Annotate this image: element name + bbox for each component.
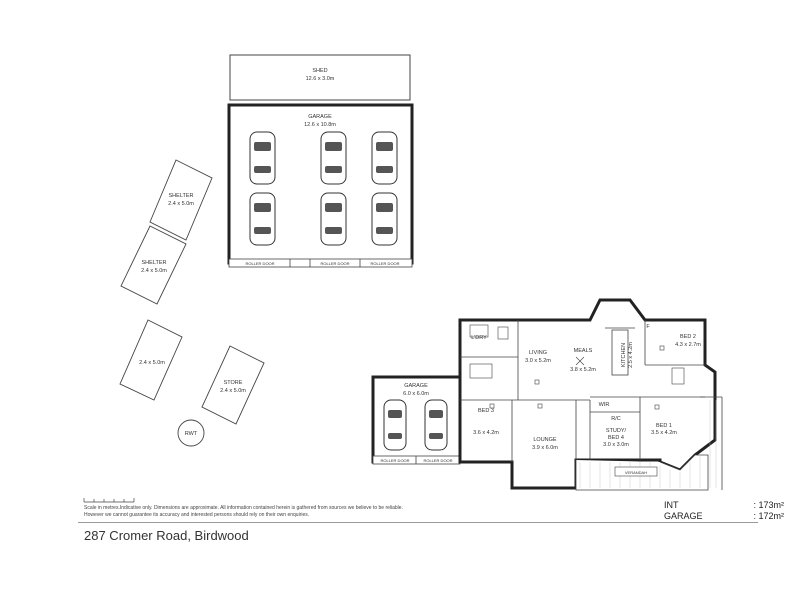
garage-large-dims: 12.6 x 10.8m: [304, 122, 336, 128]
car-icon: [320, 131, 347, 185]
roller-door-label: ROLLER DOOR: [370, 261, 399, 266]
roller-door-label: ROLLER DOOR: [423, 458, 452, 463]
int-value: : 173m²: [753, 500, 784, 510]
fridge-label: F: [646, 324, 650, 330]
shelter-2-name: SHELTER: [142, 260, 167, 266]
roller-door-label: ROLLER DOOR: [245, 261, 274, 266]
shelter-1-name: SHELTER: [169, 193, 194, 199]
bed3-name: BED 3: [478, 408, 494, 414]
lounge-dims: 3.9 x 6.0m: [532, 445, 558, 451]
shed: SHED 12.6 x 3.0m: [229, 54, 411, 101]
store-dims: 2.4 x 5.0m: [220, 388, 246, 394]
area-row-int: INT : 173m²: [664, 500, 784, 511]
garage-small-dims: 6.0 x 6.0m: [403, 391, 429, 397]
shed-dims: 12.6 x 3.0m: [306, 76, 335, 82]
garage-large: ROLLER DOOR ROLLER DOOR ROLLER DOOR GARA…: [227, 103, 414, 268]
verandah-label: VERANDAH: [625, 470, 647, 475]
garage-area-value: : 172m²: [753, 511, 784, 521]
shelter-1-dims: 2.4 x 5.0m: [168, 201, 194, 207]
car-icon: [249, 131, 276, 185]
bed2-dims: 4.3 x 2.7m: [675, 342, 701, 348]
scale-bar: [83, 498, 135, 503]
bed3-dims: 3.6 x 4.2m: [473, 430, 499, 436]
area-row-garage: GARAGE : 172m²: [664, 511, 784, 522]
living-dims: 3.0 x 5.2m: [525, 358, 551, 364]
int-label: INT: [664, 500, 679, 510]
roller-door-label: ROLLER DOOR: [320, 261, 349, 266]
unnamed-structure: 2.4 x 5.0m: [119, 319, 183, 401]
kitchen-dims: 2.5 x 4.2m: [628, 342, 634, 368]
shelter-2-dims: 2.4 x 5.0m: [141, 268, 167, 274]
car-icon: [320, 192, 347, 246]
house: ROLLER DOOR ROLLER DOOR GARAGE 6.0 x 6.0…: [371, 298, 723, 491]
lounge-name: LOUNGE: [533, 437, 557, 443]
roller-door-label: ROLLER DOOR: [380, 458, 409, 463]
car-icon: [424, 399, 448, 451]
car-icon: [371, 131, 398, 185]
rainwater-tank: RWT: [177, 419, 205, 447]
car-icon: [249, 192, 276, 246]
property-address: 287 Cromer Road, Birdwood: [84, 528, 249, 543]
fixture-icon: [489, 345, 665, 410]
meals-dims: 3.8 x 5.2m: [570, 367, 596, 373]
shelter-1: SHELTER 2.4 x 5.0m: [149, 159, 213, 241]
study-name-2: BED 4: [608, 435, 624, 441]
divider-line: [78, 522, 758, 523]
disclaimer-text: Scale in metres.Indicative only. Dimensi…: [84, 505, 403, 518]
ldry-label: L'DRY: [471, 335, 487, 341]
bed1-dims: 3.5 x 4.2m: [651, 430, 677, 436]
car-icon: [383, 399, 407, 451]
garage-large-name: GARAGE: [308, 114, 332, 120]
rwt-label: RWT: [185, 431, 198, 437]
garage-small-name: GARAGE: [404, 383, 428, 389]
store: STORE 2.4 x 5.0m: [201, 345, 265, 425]
car-icon: [371, 192, 398, 246]
shed-name: SHED: [312, 68, 327, 74]
study-name: STUDY/: [606, 428, 627, 434]
store-name: STORE: [224, 380, 243, 386]
wir-label: WIR: [599, 402, 610, 408]
unnamed-dims: 2.4 x 5.0m: [139, 360, 165, 366]
garage-area-label: GARAGE: [664, 511, 703, 521]
kitchen-name: KITCHEN: [621, 343, 627, 367]
study-dims: 3.0 x 3.0m: [603, 442, 629, 448]
rc-label: R/C: [611, 416, 621, 422]
area-summary: INT : 173m² GARAGE : 172m²: [664, 500, 784, 522]
bed2-name: BED 2: [680, 334, 696, 340]
living-name: LIVING: [529, 350, 547, 356]
meals-name: MEALS: [574, 348, 593, 354]
bed1-name: BED 1: [656, 423, 672, 429]
shelter-2: SHELTER 2.4 x 5.0m: [120, 225, 187, 305]
